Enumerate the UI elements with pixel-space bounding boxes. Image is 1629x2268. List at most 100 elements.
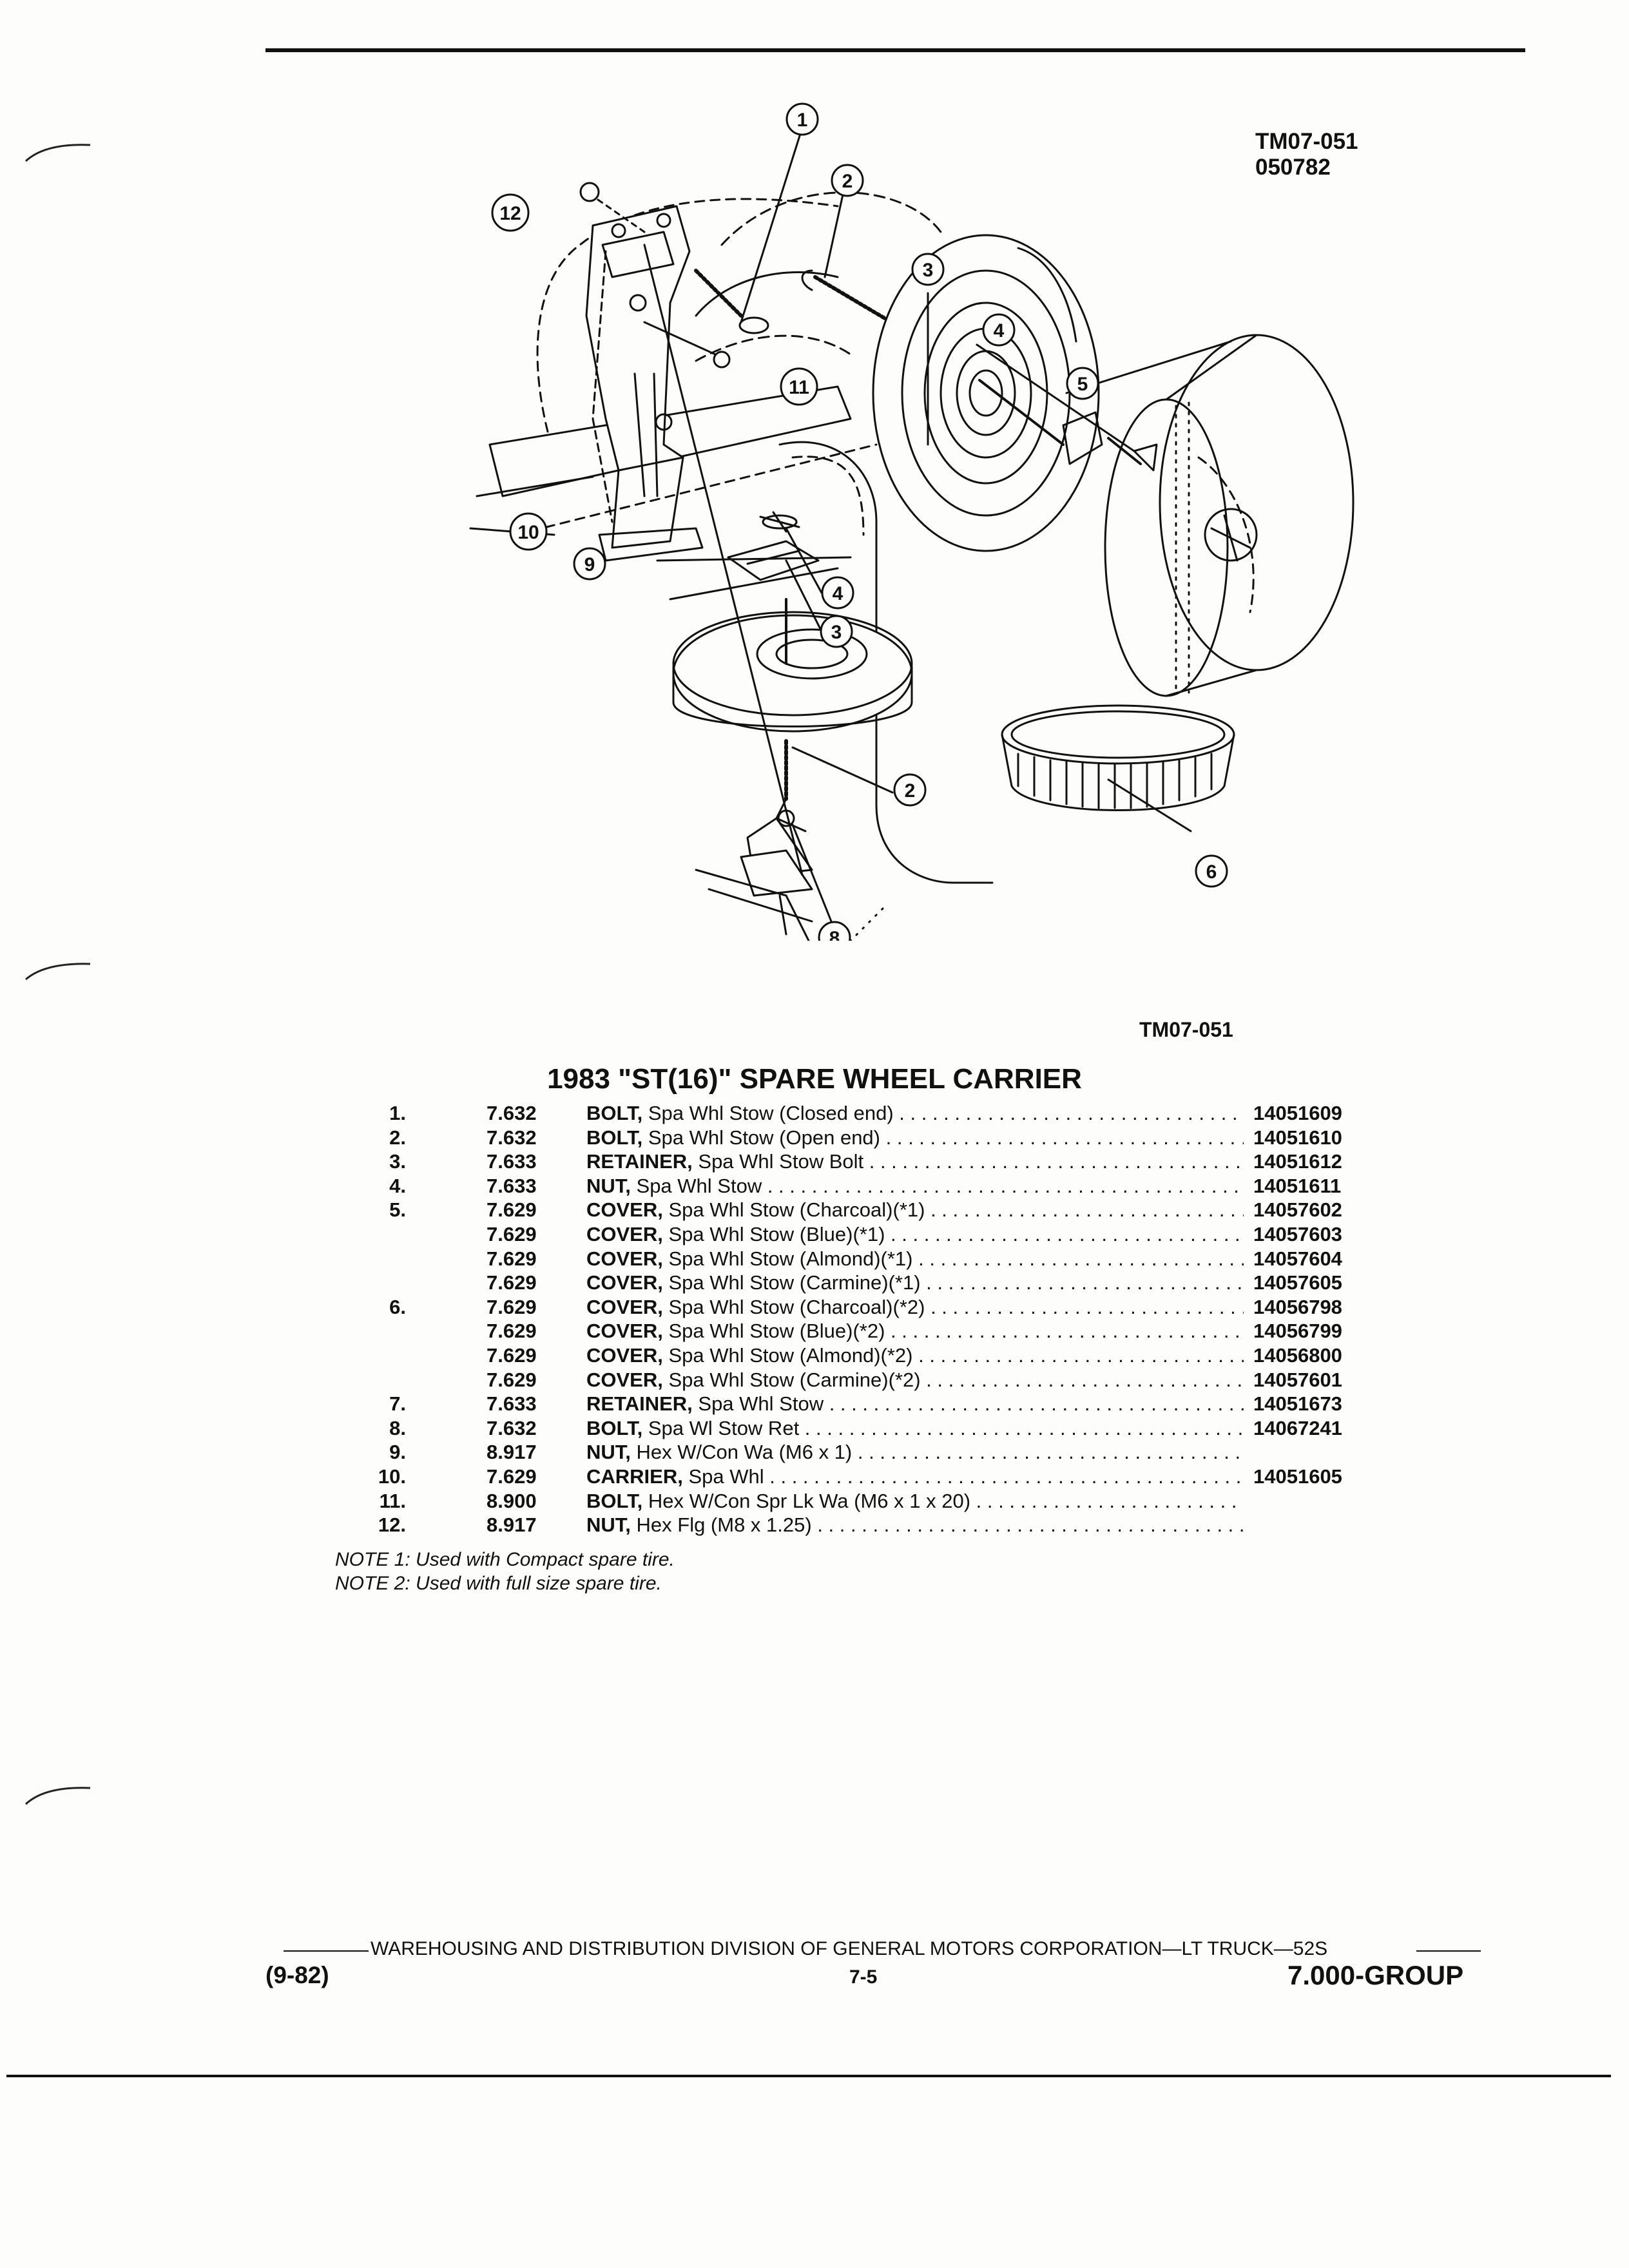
callout-2: 2	[831, 164, 864, 197]
part-name: CARRIER,	[586, 1465, 683, 1488]
part-name: COVER,	[586, 1271, 663, 1294]
item-number: 1.	[389, 1102, 406, 1124]
part-detail: Spa Whl Stow	[698, 1392, 824, 1416]
part-number: 14051612	[1253, 1150, 1342, 1173]
part-number: 14057601	[1253, 1368, 1342, 1391]
callout-11: 11	[780, 367, 818, 406]
footer-rule-right	[1416, 1950, 1481, 1952]
part-name: COVER,	[586, 1343, 663, 1367]
group-number: 7.633	[487, 1392, 537, 1416]
part-description: BOLT, Spa Whl Stow (Open end) . . . . . …	[586, 1126, 1244, 1149]
group-number: 7.629	[487, 1465, 537, 1488]
callout-10: 10	[509, 512, 548, 551]
part-number: 14051609	[1253, 1102, 1342, 1124]
group-number: 7.629	[487, 1343, 537, 1367]
part-detail: Spa Whl	[688, 1465, 764, 1488]
callout-5: 5	[1066, 367, 1099, 400]
part-detail: Spa Whl Stow (Almond)(*2)	[668, 1343, 913, 1367]
part-number: 14057604	[1253, 1247, 1342, 1270]
part-detail: Spa Whl Stow (Carmine)(*1)	[668, 1271, 921, 1294]
part-name: COVER,	[586, 1247, 663, 1270]
part-description: NUT, Hex Flg (M8 x 1.25) . . . . . . . .…	[586, 1514, 1244, 1537]
part-detail: Spa Whl Stow (Charcoal)(*2)	[668, 1295, 925, 1318]
dot-leader: . . . . . . . . . . . . . . . . . . . . …	[767, 1174, 1244, 1197]
parts-row: 11. 8.900 BOLT, Hex W/Con Spr Lk Wa (M6 x …	[284, 1490, 1405, 1514]
part-name: RETAINER,	[586, 1392, 693, 1416]
group-number: 7.632	[487, 1126, 537, 1149]
dot-leader: . . . . . . . . . . . . . . . . . . . . …	[891, 1320, 1244, 1343]
callout-4: 4	[982, 313, 1016, 347]
group-number: 7.629	[487, 1222, 537, 1245]
callout-12-label: 12	[499, 203, 521, 224]
part-description: BOLT, Hex W/Con Spr Lk Wa (M6 x 1 x 20) …	[586, 1490, 1244, 1513]
item-number: 7.	[389, 1392, 406, 1416]
item-number: 2.	[389, 1126, 406, 1149]
part-number: 14051605	[1253, 1465, 1342, 1488]
bottom-rule	[6, 2075, 1611, 2077]
part-name: NUT,	[586, 1174, 631, 1197]
callout-6: 6	[1195, 854, 1228, 888]
parts-row: 7. 7.633 RETAINER, Spa Whl Stow . . . . . …	[284, 1392, 1405, 1417]
item-number: 12.	[378, 1514, 406, 1537]
part-description: COVER, Spa Whl Stow (Charcoal)(*2) . . .…	[586, 1296, 1244, 1319]
parts-row: 9. 8.917 NUT, Hex W/Con Wa (M6 x 1) . . . …	[284, 1441, 1405, 1465]
part-number: 14051610	[1253, 1126, 1342, 1149]
nut-12-drawing	[579, 182, 600, 202]
dot-leader: . . . . . . . . . . . . . . . . . . . . …	[899, 1102, 1244, 1124]
part-detail: Spa Whl Stow (Closed end)	[648, 1102, 894, 1124]
callout-2-label: 2	[842, 171, 853, 192]
group-number: 7.632	[487, 1416, 537, 1439]
part-name: NUT,	[586, 1514, 631, 1537]
callout-8: 8	[818, 921, 851, 941]
dot-leader: . . . . . . . . . . . . . . . . . . . . …	[891, 1222, 1244, 1245]
body-floor	[488, 385, 852, 497]
footer-page-number: 7-5	[849, 1966, 878, 1988]
item-number: 11.	[379, 1489, 406, 1512]
group-number: 8.917	[487, 1441, 537, 1464]
callout-2b: 2	[893, 773, 927, 807]
drawing-ref-bottom: TM07-051	[1139, 1018, 1233, 1041]
lower-spare-tire	[672, 611, 913, 733]
item-number: 3.	[389, 1150, 406, 1173]
part-description: RETAINER, Spa Whl Stow . . . . . . . . .…	[586, 1392, 1244, 1416]
callout-1: 1	[786, 102, 819, 136]
dot-leader: . . . . . . . . . . . . . . . . . . . . …	[829, 1392, 1244, 1416]
body-outline	[536, 198, 839, 433]
part-description: NUT, Hex W/Con Wa (M6 x 1) . . . . . . .…	[586, 1441, 1244, 1464]
top-rule	[265, 48, 1525, 52]
footer-rule-left	[284, 1950, 369, 1952]
group-number: 7.633	[487, 1150, 537, 1173]
item-number: 10.	[378, 1465, 406, 1488]
parts-row: 7.629 COVER, Spa Whl Stow (Blue)(*1) . . …	[284, 1223, 1405, 1247]
callout-12: 12	[491, 193, 530, 232]
group-number: 7.629	[487, 1247, 537, 1270]
part-detail: Hex W/Con Wa (M6 x 1)	[636, 1441, 853, 1464]
group-number: 7.629	[487, 1198, 537, 1222]
part-detail: Spa Whl Stow (Almond)(*1)	[668, 1247, 913, 1270]
footer-date: (9-82)	[265, 1962, 329, 1988]
part-description: COVER, Spa Whl Stow (Carmine)(*1) . . . …	[586, 1271, 1244, 1294]
drawing-date: 050782	[1255, 155, 1331, 180]
item-number: 9.	[389, 1441, 406, 1464]
callout-3-label: 3	[923, 260, 934, 281]
callout-2b-label: 2	[905, 780, 916, 802]
callout-4b-label: 4	[833, 583, 843, 604]
callout-5-label: 5	[1077, 374, 1088, 395]
callout-4b: 4	[821, 576, 854, 610]
group-number: 8.900	[487, 1489, 537, 1512]
group-number: 7.629	[487, 1368, 537, 1391]
binding-marks	[24, 144, 91, 1805]
dot-leader: . . . . . . . . . . . . . . . . . . . . …	[857, 1441, 1244, 1464]
dot-leader: . . . . . . . . . . . . . . . . . . . . …	[926, 1368, 1244, 1391]
parts-row: 2. 7.632 BOLT, Spa Whl Stow (Open end) . .…	[284, 1126, 1405, 1151]
carrier-bracket	[585, 205, 704, 562]
part-description: COVER, Spa Whl Stow (Blue)(*1) . . . . .…	[586, 1223, 1244, 1246]
